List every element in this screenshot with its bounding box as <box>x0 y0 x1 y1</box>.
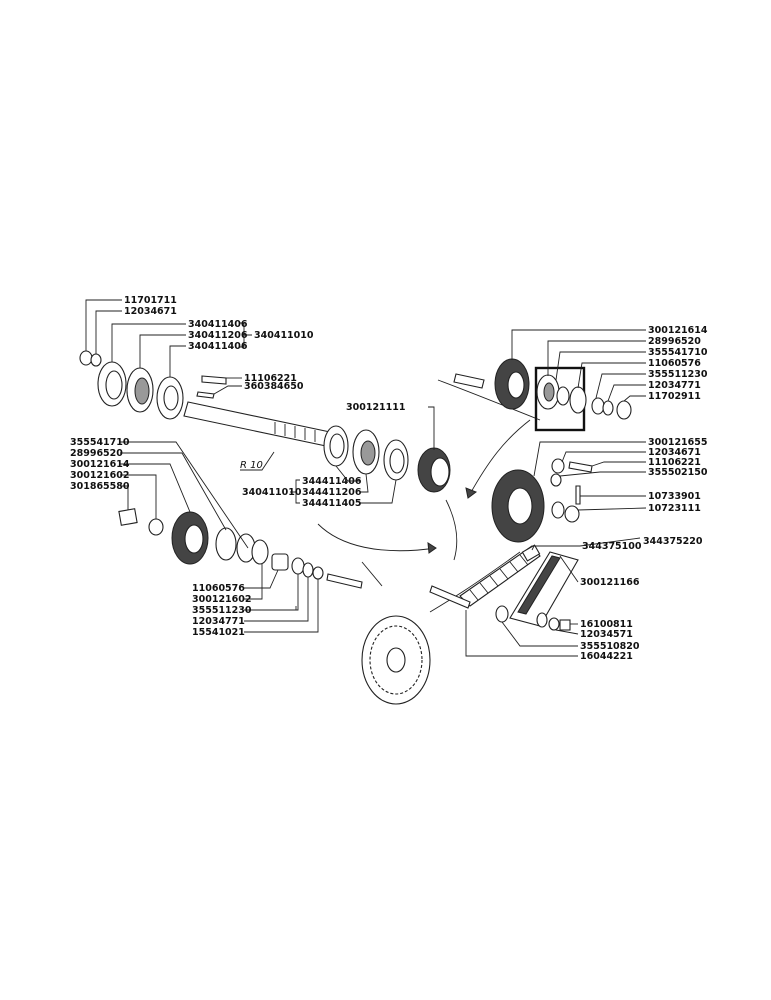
leaders-left <box>120 441 319 633</box>
mid-washer <box>551 458 565 474</box>
left-washer-3 <box>312 566 324 580</box>
label-15541021: 15541021 <box>192 627 245 638</box>
bolt-part <box>201 375 227 385</box>
main-shaft <box>183 401 331 447</box>
label-355541710-b: 355541710 <box>648 347 708 358</box>
leaders-top-left <box>85 299 252 395</box>
leaders-center <box>290 406 435 504</box>
mid-pin <box>575 485 581 505</box>
label-28996520-a: 28996520 <box>70 448 123 459</box>
label-340411010-b: 340411010 <box>242 487 302 498</box>
label-355511230-a: 355511230 <box>192 605 252 616</box>
label-300121614-b: 300121614 <box>648 325 708 336</box>
chain-bolt <box>429 585 471 609</box>
guide-washer-left <box>495 605 509 623</box>
label-11060576-b: 11060576 <box>648 358 701 369</box>
flow-arrow-1 <box>317 523 437 552</box>
pin-part <box>196 391 215 399</box>
mid-nut-1 <box>551 501 565 519</box>
label-11060576-a: 11060576 <box>192 583 245 594</box>
label-12034771-b: 12034771 <box>648 380 701 391</box>
label-12034771-a: 12034771 <box>192 616 245 627</box>
label-16100811: 16100811 <box>580 619 633 630</box>
label-300121111: 300121111 <box>346 402 406 413</box>
guide-nut <box>559 619 571 631</box>
label-28996520-b: 28996520 <box>648 336 701 347</box>
label-340411406-a: 340411406 <box>188 319 248 330</box>
label-11702911: 11702911 <box>648 391 701 402</box>
chain-link <box>521 544 541 562</box>
spacer-part <box>148 518 164 536</box>
label-344411405: 344411405 <box>302 498 362 509</box>
left-seal <box>251 539 269 565</box>
label-300121614-a: 300121614 <box>70 459 130 470</box>
label-12034571: 12034571 <box>580 629 633 640</box>
label-10723111: 10723111 <box>648 503 701 514</box>
square-key <box>118 508 138 526</box>
left-sprocket-assembly <box>118 508 363 589</box>
chain-assembly <box>361 544 579 705</box>
label-300121602-b: 300121602 <box>192 594 252 605</box>
stub-shaft <box>453 373 485 389</box>
label-11106221-a: 11106221 <box>244 373 297 384</box>
label-344411206: 344411206 <box>302 487 362 498</box>
flow-arrow-2 <box>469 419 531 495</box>
label-r10: R 10 <box>240 460 263 471</box>
label-340411406-b: 340411406 <box>188 341 248 352</box>
label-355511230-b: 355511230 <box>648 369 708 380</box>
label-301865580: 301865580 <box>70 481 130 492</box>
label-340411206-a: 340411206 <box>188 330 248 341</box>
label-355510820: 355510820 <box>580 641 640 652</box>
label-300121655: 300121655 <box>648 437 708 448</box>
upper-nut <box>616 400 632 420</box>
guide-washer-2 <box>548 617 560 631</box>
washer-part <box>90 353 102 367</box>
label-344411406: 344411406 <box>302 476 362 487</box>
label-12034671-b: 12034671 <box>648 447 701 458</box>
leaders-top-right <box>511 329 646 402</box>
mid-nut-2 <box>564 505 580 523</box>
label-300121602-a: 300121602 <box>70 470 130 481</box>
label-355502150: 355502150 <box>648 467 708 478</box>
upper-washer-2 <box>602 400 614 416</box>
leaders-right-mid <box>533 441 647 511</box>
label-10733901: 10733901 <box>648 491 701 502</box>
left-spacer <box>215 527 237 561</box>
left-washer-2 <box>302 562 314 578</box>
top-right-assembly <box>437 358 632 432</box>
right-mid-assembly <box>491 458 593 543</box>
leaders-bottom <box>465 537 641 657</box>
label-344375220: 344375220 <box>643 536 703 547</box>
upper-seal <box>569 386 587 414</box>
mid-bolt <box>568 461 593 473</box>
label-11106221-b: 11106221 <box>648 457 701 468</box>
guide-washer-1 <box>536 612 548 628</box>
label-11701711: 11701711 <box>124 295 177 306</box>
upper-washer-1 <box>591 397 605 415</box>
nut-part <box>79 350 93 366</box>
label-355541710-a: 355541710 <box>70 437 130 448</box>
mid-small-washer <box>550 473 562 487</box>
label-340411010-a: 340411010 <box>254 330 314 341</box>
upper-spacer <box>556 386 570 406</box>
left-washer-1 <box>291 557 305 575</box>
shaft-assembly <box>79 350 331 447</box>
label-16044221: 16044221 <box>580 651 633 662</box>
label-300121166: 300121166 <box>580 577 640 588</box>
label-360384650: 360384650 <box>244 381 304 392</box>
label-12034671-a: 12034671 <box>124 306 177 317</box>
left-bolt <box>326 573 363 589</box>
left-bush <box>271 553 289 571</box>
label-344375100: 344375100 <box>582 541 642 552</box>
